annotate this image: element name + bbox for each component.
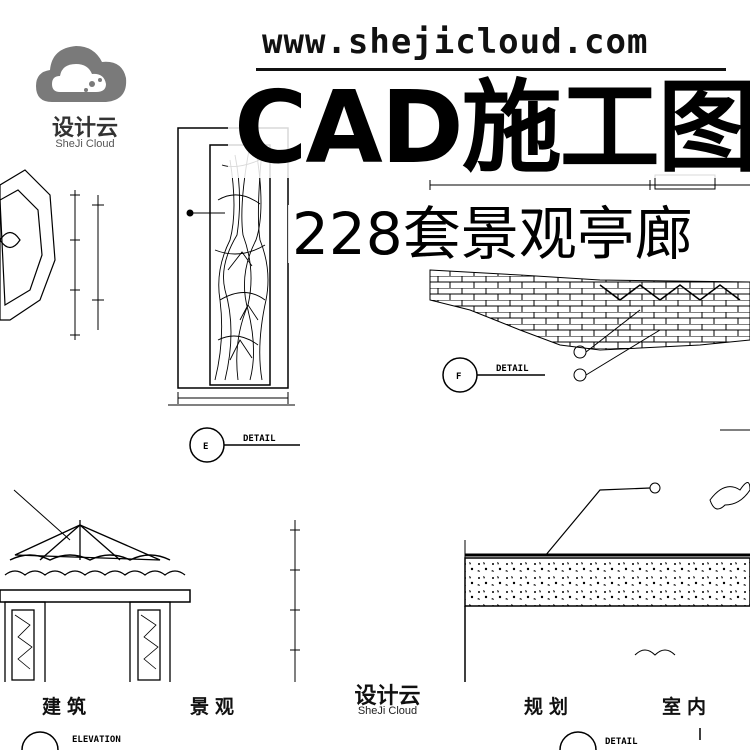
site-url[interactable]: www.shejicloud.com — [262, 22, 649, 62]
elevation-label: ELEVATION — [72, 735, 121, 745]
marker-e-label: E — [203, 442, 208, 452]
bottom-logo-name: 设计云 — [354, 684, 421, 709]
marker-f-label: F — [456, 372, 461, 382]
url-underline — [256, 68, 726, 71]
logo-subtitle: SheJi Cloud — [55, 138, 115, 150]
category-landscape[interactable]: 景观 — [190, 696, 241, 718]
logo-name: 设计云 — [51, 116, 118, 141]
carved-panel-elevation — [168, 127, 295, 406]
bottom-logo-subtitle: SheJi Cloud — [357, 705, 418, 717]
detail-bottom-label: DETAIL — [605, 737, 638, 747]
category-architecture[interactable]: 建筑 — [42, 696, 93, 718]
cloud-logo-icon — [36, 46, 127, 102]
bottom-fragments — [21, 731, 597, 750]
detail-e-label: DETAIL — [243, 434, 276, 444]
detail-marker-e — [189, 427, 300, 463]
octagon-plan — [0, 169, 56, 321]
page-subtitle: 228套景观亭廊 — [288, 205, 697, 263]
page-title: CAD施工图 — [228, 78, 750, 178]
dimension-column-lower — [290, 520, 300, 690]
category-interior[interactable]: 室内 — [662, 696, 713, 718]
category-bar — [0, 682, 750, 728]
category-planning[interactable]: 规划 — [524, 696, 575, 718]
pavilion-elevation — [0, 489, 191, 691]
detail-marker-f — [442, 309, 661, 393]
brand-logo: 设计云 SheJi Cloud — [30, 40, 140, 160]
gravel-section — [464, 429, 750, 740]
bottom-logo: 设计云 SheJi Cloud — [340, 678, 435, 722]
dimension-column-left — [70, 190, 104, 340]
brick-section — [429, 174, 750, 351]
detail-f-label: DETAIL — [496, 364, 529, 374]
